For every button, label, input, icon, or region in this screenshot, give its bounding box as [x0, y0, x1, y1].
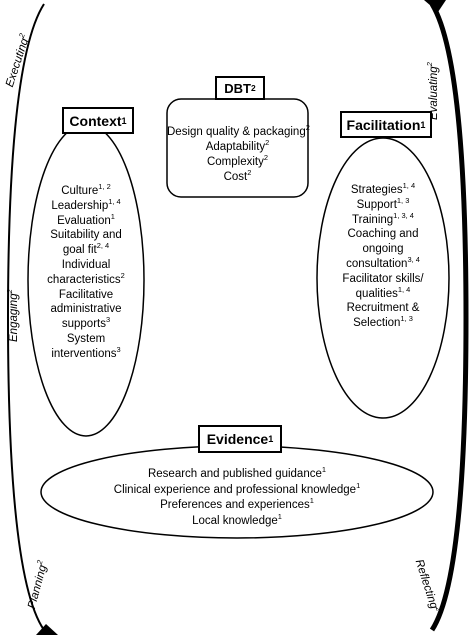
evidence-item: Research and published guidance1 — [147, 465, 327, 480]
facilitation-item: ongoing — [362, 243, 404, 256]
context-item: supports3 — [61, 315, 111, 331]
context-item: goal fit2, 4 — [62, 241, 110, 257]
dbt-item: Complexity2 — [206, 153, 269, 168]
context-item: Suitability and — [50, 229, 122, 242]
facilitation-item: Selection1, 3 — [353, 314, 413, 330]
bottom-left-arrowhead-icon — [36, 624, 58, 635]
dbt-item: Design quality & packaging2 — [167, 123, 310, 138]
engaging-label: Engaging2 — [5, 289, 20, 342]
top-right-arrowhead-icon — [424, 0, 446, 12]
facilitation-item: Recruitment & — [346, 302, 420, 315]
context-item: System — [66, 332, 106, 345]
dbt-item: Cost2 — [223, 168, 252, 183]
facilitation-item: Facilitator skills/ — [342, 272, 424, 285]
evidence-item: Local knowledge1 — [192, 511, 282, 527]
context-item: characteristics2 — [47, 270, 125, 286]
facilitation-item: Training1, 3, 4 — [352, 210, 414, 226]
context-item: Individual — [61, 258, 111, 271]
facilitation-ellipse — [316, 137, 450, 419]
evidence-item: Clinical experience and professional kno… — [113, 480, 361, 496]
context-item: administrative — [50, 303, 122, 316]
right-outer-curve — [429, 2, 469, 632]
facilitation-item: Coaching and — [347, 228, 419, 241]
facilitation-item: consultation3, 4 — [346, 255, 420, 270]
context-items: Culture1, 2 Leadership1, 4 Evaluation1 S… — [36, 182, 136, 362]
evidence-item: Preferences and experiences1 — [160, 496, 314, 511]
facilitation-item: qualities1, 4 — [355, 284, 411, 300]
left-outer-curve — [6, 3, 45, 631]
dbt-item: Adaptability2 — [205, 138, 270, 153]
context-item: Facilitative — [58, 288, 114, 301]
context-item: Culture1, 2 — [61, 182, 111, 197]
facilitation-item: Support1, 3 — [356, 195, 410, 211]
facilitation-item: Strategies1, 4 — [350, 181, 416, 196]
dbt-items: Design quality & packaging2 Adaptability… — [167, 123, 310, 185]
evidence-items: Research and published guidance1 Clinica… — [60, 465, 414, 529]
facilitation-items: Strategies1, 4 Support1, 3 Training1, 3,… — [328, 181, 438, 331]
context-item: interventions3 — [51, 344, 121, 360]
context-item: Leadership1, 4 — [51, 196, 121, 212]
context-item: Evaluation1 — [57, 211, 115, 227]
